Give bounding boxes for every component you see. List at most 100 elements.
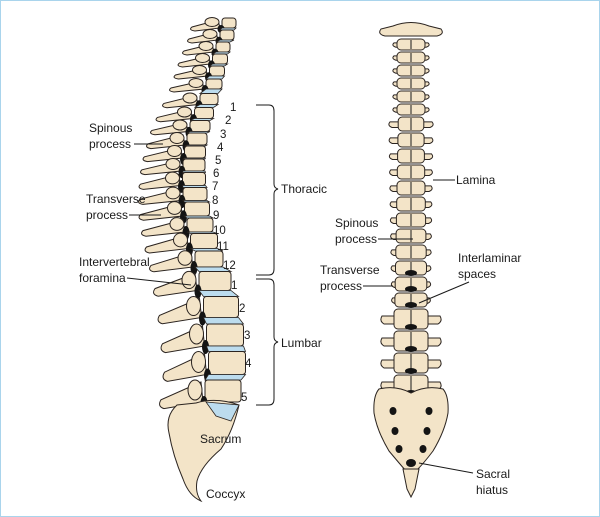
- articular-process: [167, 145, 182, 157]
- vertebra-number-l1: 1: [231, 280, 237, 292]
- articular-process: [181, 270, 197, 290]
- transverse-process-label-line2: process: [86, 208, 128, 222]
- vertebral-body: [215, 41, 231, 53]
- vertebra-number-l3: 3: [244, 330, 250, 342]
- thoracic-numbers: 1 2 3 4 5 6 7 8 9 10 11 12: [212, 102, 236, 272]
- intervertebral-foramen: [190, 261, 198, 275]
- articular-process: [198, 40, 214, 52]
- articular-process: [177, 106, 192, 118]
- posterior-vertebra: [391, 292, 431, 308]
- vertebra-number-t9: 9: [213, 210, 219, 222]
- coccyx-label: Coccyx: [206, 487, 245, 501]
- articular-process: [165, 158, 181, 170]
- vertebra-number-t2: 2: [225, 115, 231, 127]
- articular-process: [191, 351, 206, 373]
- intervertebral-disc: [198, 290, 240, 297]
- vertebral-body: [184, 145, 206, 159]
- posterior-spinous-process-label-line1: Spinous: [335, 216, 378, 230]
- intervertebral-foramen: [194, 284, 202, 299]
- posterior-vertebra: [390, 244, 432, 260]
- interlaminar-space: [405, 324, 417, 330]
- posterior-vertebra: [389, 196, 433, 212]
- posterior-vertebra: [392, 103, 430, 116]
- vertebra-number-t8: 8: [212, 195, 218, 207]
- sacral-foramen: [423, 427, 431, 435]
- vertebral-body: [189, 120, 211, 132]
- articular-process: [182, 92, 198, 104]
- posterior-vertebra: [388, 132, 434, 148]
- intervertebral-disc: [194, 266, 233, 272]
- articular-process: [177, 250, 193, 266]
- intervertebral-foramina-leader: [126, 277, 192, 286]
- lumbosacral-disc: [205, 401, 240, 422]
- lumbar-label: Lumbar: [281, 336, 322, 350]
- interlaminar-space: [405, 270, 417, 276]
- thoracic-bracket: [256, 104, 279, 276]
- vertebral-body: [199, 93, 219, 105]
- articular-process: [172, 119, 188, 131]
- articular-process: [195, 52, 210, 64]
- intervertebral-foramen: [202, 340, 209, 354]
- vertebral-body: [186, 132, 208, 146]
- posterior-spinous-process-label-line2: process: [335, 232, 377, 246]
- interlaminar-space: [405, 368, 417, 374]
- posterior-transverse-process-label-line2: process: [320, 279, 362, 293]
- vertebral-body: [194, 107, 214, 119]
- posterior-vertebra: [380, 308, 442, 330]
- vertebra-number-t5: 5: [215, 155, 221, 167]
- intervertebral-disc: [194, 104, 220, 108]
- vertebral-body: [194, 250, 224, 268]
- vertebral-body: [182, 187, 208, 201]
- sacral-foramen: [419, 445, 427, 453]
- vertebra-number-t12: 12: [223, 260, 236, 272]
- vertebral-body: [206, 323, 244, 347]
- vertebral-body: [204, 379, 242, 403]
- vertebral-body: [182, 172, 206, 186]
- articular-process: [189, 323, 204, 345]
- intervertebral-foramen: [199, 311, 206, 326]
- posterior-transverse-process-label-line1: Transverse: [320, 263, 380, 277]
- intervertebral-disc: [198, 88, 223, 94]
- articular-process: [192, 64, 207, 76]
- vertebral-body: [219, 29, 235, 41]
- vertebral-body: [212, 53, 228, 65]
- intervertebral-disc: [204, 75, 226, 80]
- posterior-spine-drawing: [373, 22, 449, 499]
- posterior-vertebra: [392, 64, 430, 77]
- vertebra-number-l2: 2: [239, 303, 245, 315]
- posterior-vertebra: [390, 260, 432, 276]
- articular-process: [204, 16, 220, 28]
- vertebral-body: [221, 17, 237, 29]
- vertebral-body: [205, 78, 223, 90]
- vertebra-number-t3: 3: [220, 129, 226, 141]
- posterior-vertebra: [392, 38, 430, 51]
- lumbar-bracket: [256, 278, 279, 406]
- vertebra-number-t6: 6: [213, 168, 219, 180]
- transverse-process-label-line1: Transverse: [86, 192, 146, 206]
- posterior-vertebra: [388, 148, 434, 164]
- interlaminar-spaces-label-line2: spaces: [458, 267, 496, 281]
- sacral-foramen: [389, 407, 397, 415]
- articular-process: [167, 201, 182, 215]
- articular-process: [165, 186, 181, 200]
- sacral-hiatus-label-line2: hiatus: [476, 483, 508, 497]
- vertebra-number-t1: 1: [230, 102, 236, 114]
- articular-process: [169, 132, 185, 144]
- posterior-vertebra: [390, 276, 432, 292]
- posterior-vertebra: [388, 116, 434, 132]
- vertebral-body: [203, 296, 239, 318]
- posterior-vertebra: [392, 51, 430, 64]
- articular-process: [186, 295, 201, 317]
- vertebral-body: [208, 351, 246, 375]
- spinous-process-label-line2: process: [89, 137, 131, 151]
- vertebral-body: [198, 271, 232, 291]
- intervertebral-disc: [188, 248, 224, 252]
- sacrum-posterior: [373, 387, 449, 472]
- lamina-label: Lamina: [456, 173, 496, 187]
- sacral-hiatus-label-line1: Sacral: [476, 467, 510, 481]
- posterior-vertebra: [390, 228, 432, 244]
- vertebra-number-t11: 11: [217, 241, 229, 253]
- articular-process: [187, 379, 203, 401]
